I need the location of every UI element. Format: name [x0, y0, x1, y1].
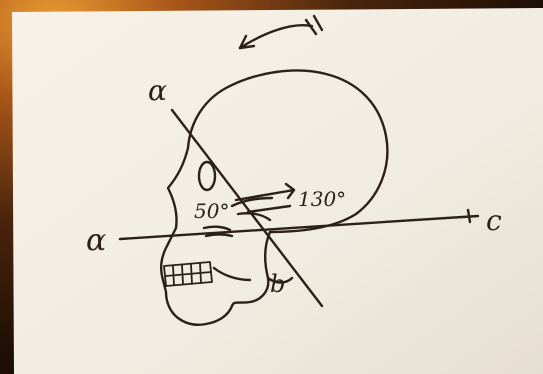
eye-socket	[197, 160, 217, 192]
label-point-b: b	[270, 270, 285, 298]
skull-outline	[160, 69, 389, 326]
curved-arrow-icon	[238, 14, 324, 50]
label-angle-130: 130°	[298, 187, 346, 211]
label-alpha-left: α	[86, 223, 106, 258]
angle-arrow-130	[234, 182, 296, 202]
horizontal-line-d-c	[118, 214, 480, 241]
label-alpha-top: α	[148, 74, 167, 107]
label-point-c: c	[486, 204, 502, 237]
diagonal-line-a-b	[170, 108, 324, 308]
cheekbone	[230, 196, 274, 222]
angle-arrow-50	[246, 204, 292, 214]
paper-sheet	[12, 8, 543, 374]
nasal-area	[202, 225, 234, 238]
label-angle-50: 50°	[194, 199, 229, 223]
jaw-line	[212, 266, 294, 284]
tick-mark-c	[466, 208, 472, 224]
teeth	[163, 261, 213, 287]
